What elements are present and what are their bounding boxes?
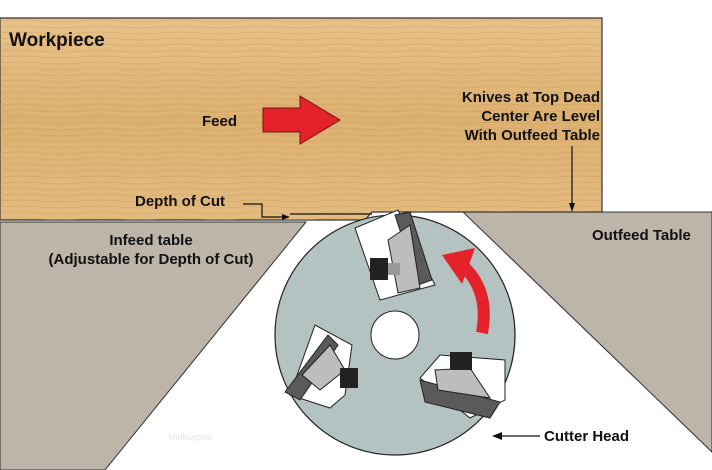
- knives-label-line1: Knives at Top Dead: [461, 89, 600, 106]
- infeed-table-label: Infeed table (Adjustable for Depth of Cu…: [6, 231, 296, 269]
- feed-label: Feed: [202, 113, 238, 130]
- depth-of-cut-label: Depth of Cut: [135, 193, 225, 210]
- cutter-head-label: Cutter Head: [544, 428, 630, 445]
- knives-label-line3: With Outfeed Table: [464, 127, 600, 144]
- bolt-icon: [370, 258, 388, 280]
- outfeed-table-label: Outfeed Table: [592, 227, 691, 244]
- infeed-table: [0, 221, 308, 470]
- cutter-head: [274, 209, 516, 456]
- rotation-arrow: [442, 248, 490, 335]
- bolt-icon: [340, 368, 358, 388]
- arbor-hole: [370, 310, 420, 360]
- knives-label-line2: Center Are Level: [481, 108, 600, 125]
- leader-lines: [243, 146, 573, 437]
- knives-label: Knives at Top Dead Center Are Level With…: [462, 88, 600, 145]
- feed-arrow: [262, 95, 341, 145]
- watermark: Mellowpine: [168, 432, 214, 442]
- infeed-label-line1: Infeed table: [109, 232, 193, 249]
- bolt-icon: [450, 352, 472, 370]
- infeed-label-line2: (Adjustable for Depth of Cut): [48, 251, 254, 268]
- workpiece-label: Workpiece: [9, 30, 105, 51]
